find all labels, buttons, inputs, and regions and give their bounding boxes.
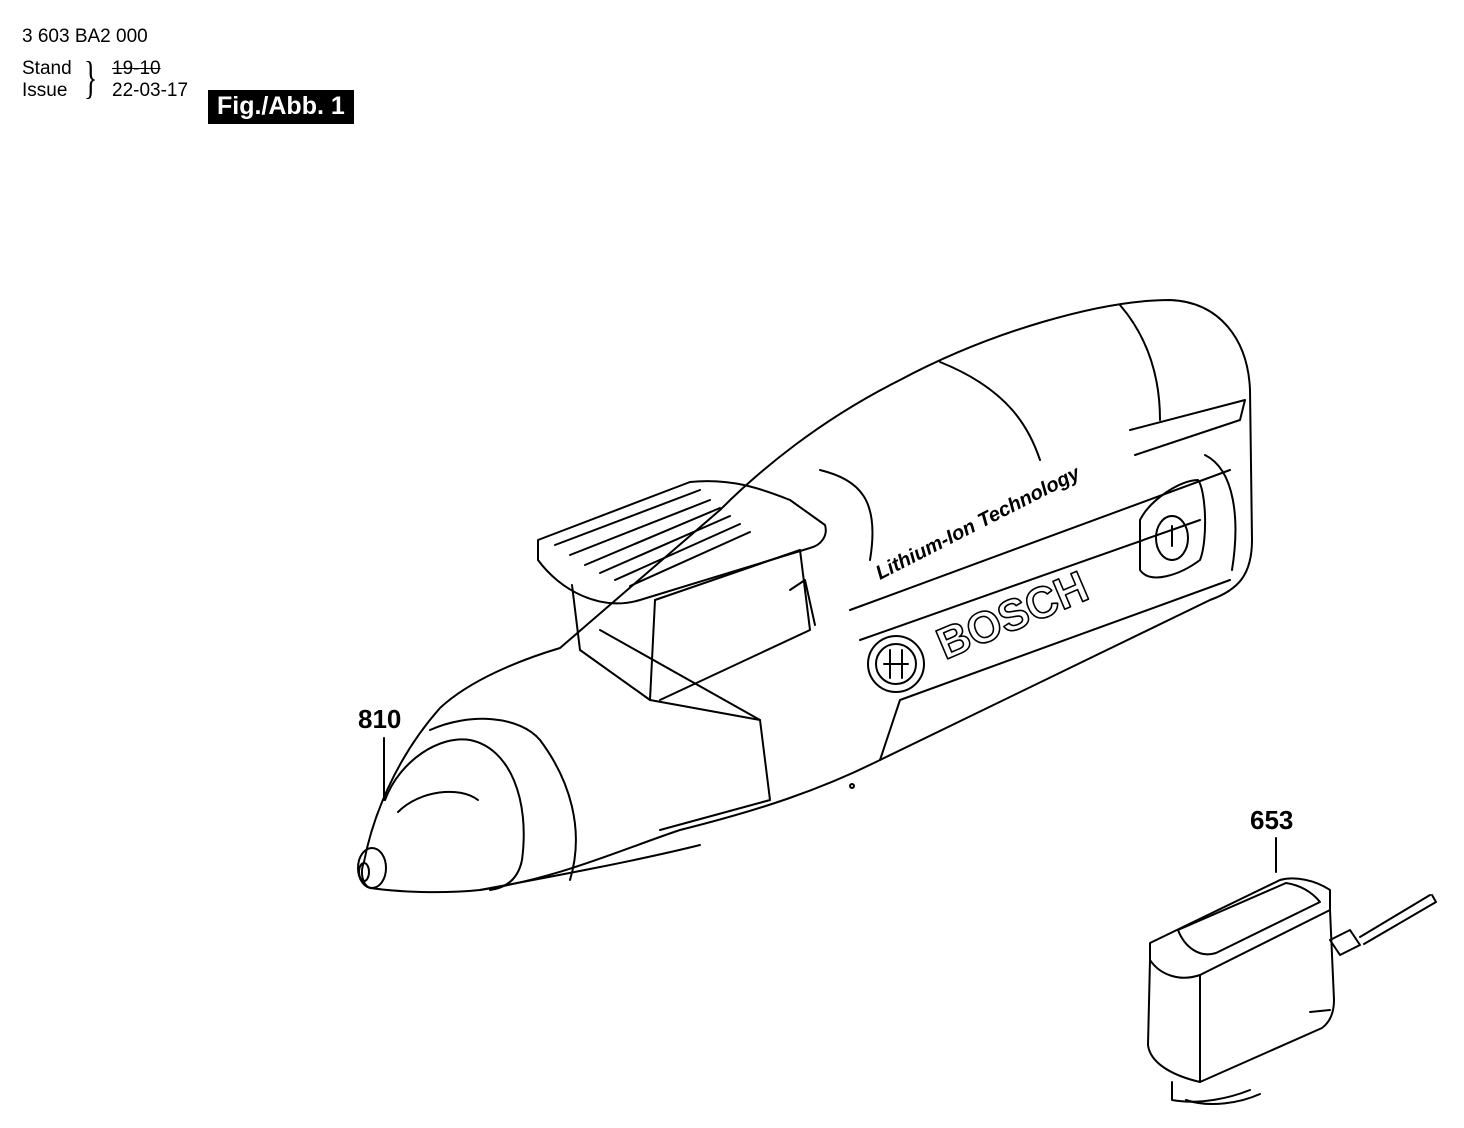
charger-top — [1149, 877, 1331, 979]
tech-text: Lithium-Ion Technology — [872, 462, 1084, 585]
figure-label: Fig./Abb. 1 — [208, 90, 354, 124]
part-number: 3 603 BA2 000 — [22, 26, 148, 47]
pen-tip-cone — [384, 738, 525, 891]
issue-label: Issue — [22, 80, 68, 101]
stand-label: Stand — [22, 58, 72, 79]
brand-text: BOSCH — [930, 562, 1095, 669]
charger-body — [1147, 909, 1335, 1083]
revision-labels: Stand Issue — [22, 58, 72, 102]
callout-653: 653 — [1250, 805, 1294, 835]
revision-dates: 19-10 22-03-17 — [112, 58, 188, 102]
brace-icon: } — [84, 52, 98, 103]
power-button-housing — [1139, 479, 1207, 579]
old-date: 19-10 — [112, 58, 161, 79]
bosch-emblem — [867, 635, 925, 693]
glue-pen-illustration — [357, 299, 1253, 894]
new-date: 22-03-17 — [112, 80, 189, 101]
revision-block: Stand Issue } 19-10 22-03-17 Fig./Abb. 1 — [22, 54, 354, 124]
charger-illustration — [1147, 877, 1437, 1105]
power-button — [1155, 515, 1189, 561]
callout-810: 810 — [358, 704, 402, 734]
pen-nozzle — [357, 847, 387, 889]
pen-body-outline — [361, 299, 1253, 894]
charger-cable — [1329, 929, 1361, 956]
